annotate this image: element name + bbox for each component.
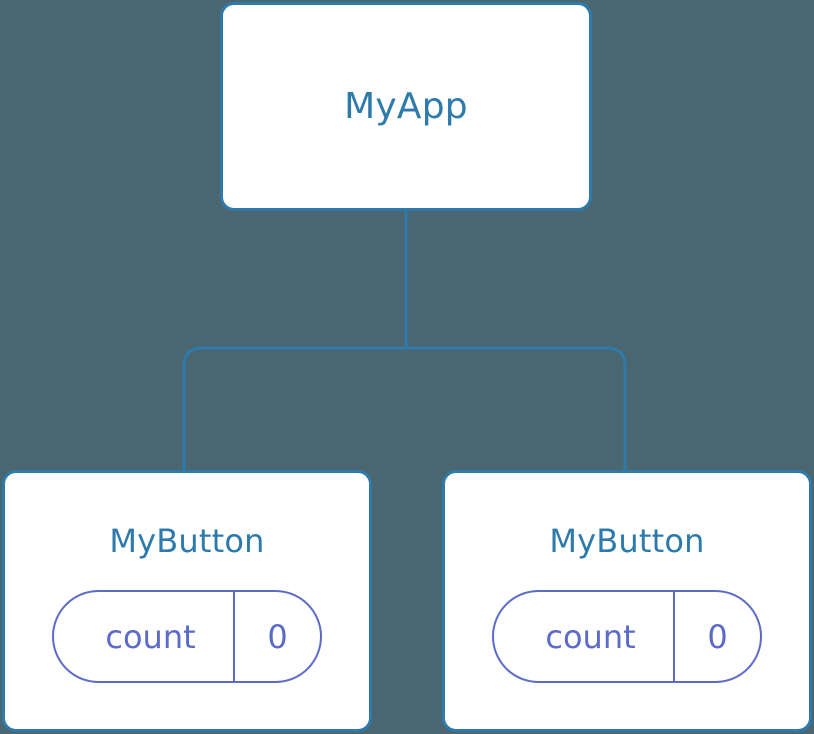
node-title-child-1: MyButton: [109, 522, 265, 560]
node-card-child-2[interactable]: MyButton count 0: [442, 470, 812, 732]
state-value-child-2: 0: [673, 592, 760, 681]
node-card-root[interactable]: MyApp: [220, 2, 592, 211]
state-pill-child-1[interactable]: count 0: [52, 590, 322, 683]
state-pill-child-2[interactable]: count 0: [492, 590, 762, 683]
connector-branch-bar: [182, 346, 627, 470]
state-value-child-1: 0: [233, 592, 320, 681]
state-key-child-1: count: [105, 617, 196, 656]
node-card-child-1[interactable]: MyButton count 0: [2, 470, 372, 732]
node-title-root: MyApp: [344, 85, 468, 127]
state-key-child-2: count: [545, 617, 636, 656]
node-title-child-2: MyButton: [549, 522, 705, 560]
